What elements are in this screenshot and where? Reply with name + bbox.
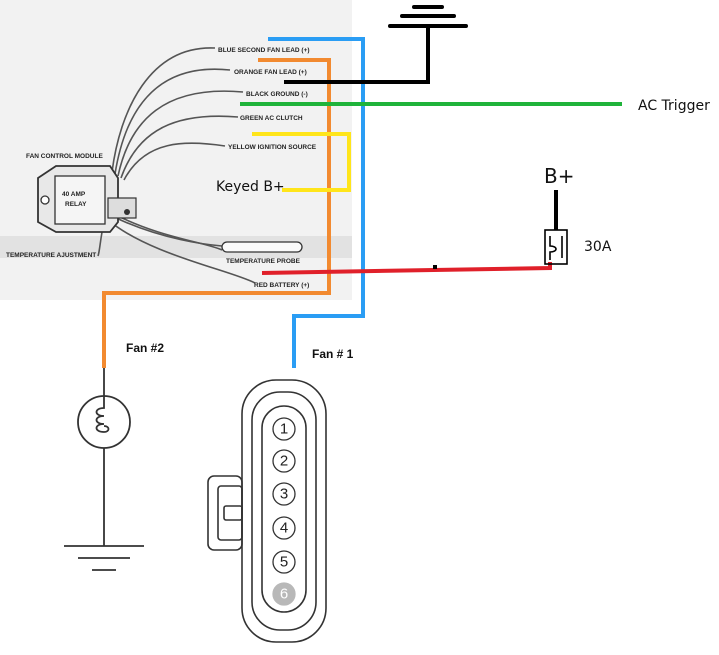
fan1-connector (207, 379, 327, 643)
chassis-ground-symbol (388, 5, 468, 28)
temp-adjust-label: TEMPERATURE AJUSTMENT (6, 252, 96, 259)
wire-bundle (97, 47, 256, 284)
fan1-label: Fan # 1 (312, 347, 354, 361)
lead-label-yellow: YELLOW IGNITION SOURCE (228, 144, 317, 151)
lead-label-red: RED BATTERY (+) (254, 282, 309, 289)
pin-5 (272, 550, 296, 574)
fan2-label: Fan #2 (126, 341, 164, 355)
lead-label-black: BLACK GROUND (-) (246, 91, 308, 98)
pin-2-label: 2 (280, 453, 288, 470)
orange-wire (102, 58, 331, 368)
pin-5-label: 5 (280, 554, 288, 571)
lead-label-green: GREEN AC CLUTCH (240, 115, 303, 122)
black-wire (284, 26, 430, 84)
lead-label-blue: BLUE SECOND FAN LEAD (+) (218, 47, 310, 54)
pin-4 (272, 516, 296, 540)
fuse-30a-symbol (544, 229, 568, 265)
ac-trigger-label: AC Trigger (638, 98, 710, 114)
yellow-wire (252, 132, 351, 192)
pin-1-label: 1 (280, 421, 288, 438)
pin-6-label: 6 (280, 586, 288, 603)
temp-probe-label: TEMPERATURE PROBE (226, 258, 301, 265)
fuse-label: 30A (584, 239, 612, 255)
keyed-b-plus-label: Keyed B+ (216, 179, 285, 195)
relay-label-1: 40 AMP (62, 191, 86, 198)
pin-1 (272, 417, 296, 441)
pin-6 (272, 582, 296, 606)
pin-2 (272, 449, 296, 473)
pin-3 (272, 482, 296, 506)
fan-control-module (37, 165, 137, 233)
connector-pins: 1 2 3 4 5 6 (272, 417, 296, 606)
relay-label-2: RELAY (65, 201, 87, 208)
pin-4-label: 4 (280, 520, 288, 537)
module-title: FAN CONTROL MODULE (26, 153, 103, 160)
b-plus-label: B+ (544, 164, 574, 188)
lead-label-orange: ORANGE FAN LEAD (+) (234, 69, 307, 76)
red-wire-dot (433, 265, 437, 269)
temperature-probe (221, 241, 303, 253)
blue-wire (268, 37, 365, 368)
connector-latch (207, 475, 243, 551)
pin-3-label: 3 (280, 486, 288, 503)
fan2-motor-symbol (77, 368, 131, 546)
relay-box (54, 175, 106, 225)
mount-hole (40, 195, 50, 205)
adjust-screw (124, 209, 130, 215)
connector-block (107, 197, 137, 219)
fan2-ground-symbol (64, 545, 144, 571)
